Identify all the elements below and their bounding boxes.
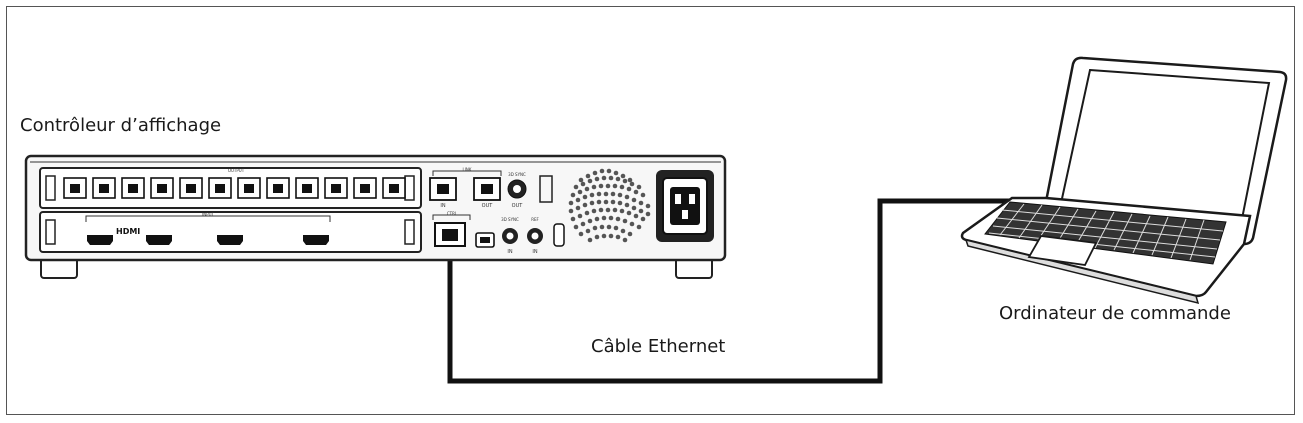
hdmi-ports <box>87 235 329 245</box>
laptop-trackpad <box>1027 235 1098 266</box>
controller-label: Contrôleur d’affichage <box>20 115 222 136</box>
ref-in-label: IN <box>532 249 537 255</box>
ref-marking: REF <box>531 217 539 222</box>
link-in-marking: IN <box>440 203 445 209</box>
sync-out-label: OUT <box>512 203 524 209</box>
input-marking: INPUT <box>202 212 215 217</box>
ground-terminal <box>553 223 565 247</box>
power-inlet <box>656 170 714 242</box>
sync-in-marking: 3D SYNC <box>501 217 519 222</box>
ctrl-marking: CTRL <box>447 211 458 216</box>
hdmi-marking: HDMI <box>116 227 140 236</box>
link-out-marking: OUT <box>482 203 494 209</box>
laptop-keyboard <box>984 201 1227 265</box>
computer-label: Ordinateur de commande <box>999 303 1231 324</box>
input-card <box>39 211 422 253</box>
sync-out-marking: 3D SYNC <box>508 172 526 177</box>
cable-label: Câble Ethernet <box>591 336 726 357</box>
output-marking: OUTPUT <box>228 168 245 173</box>
ethernet-cable <box>447 198 1012 384</box>
fan-grille <box>568 168 651 243</box>
sync-in-label: IN <box>507 249 512 255</box>
link-marking: LINK <box>462 167 471 172</box>
display-controller-device: OUTPUT INPUT HDMI <box>24 154 727 279</box>
control-computer-laptop <box>960 56 1288 305</box>
